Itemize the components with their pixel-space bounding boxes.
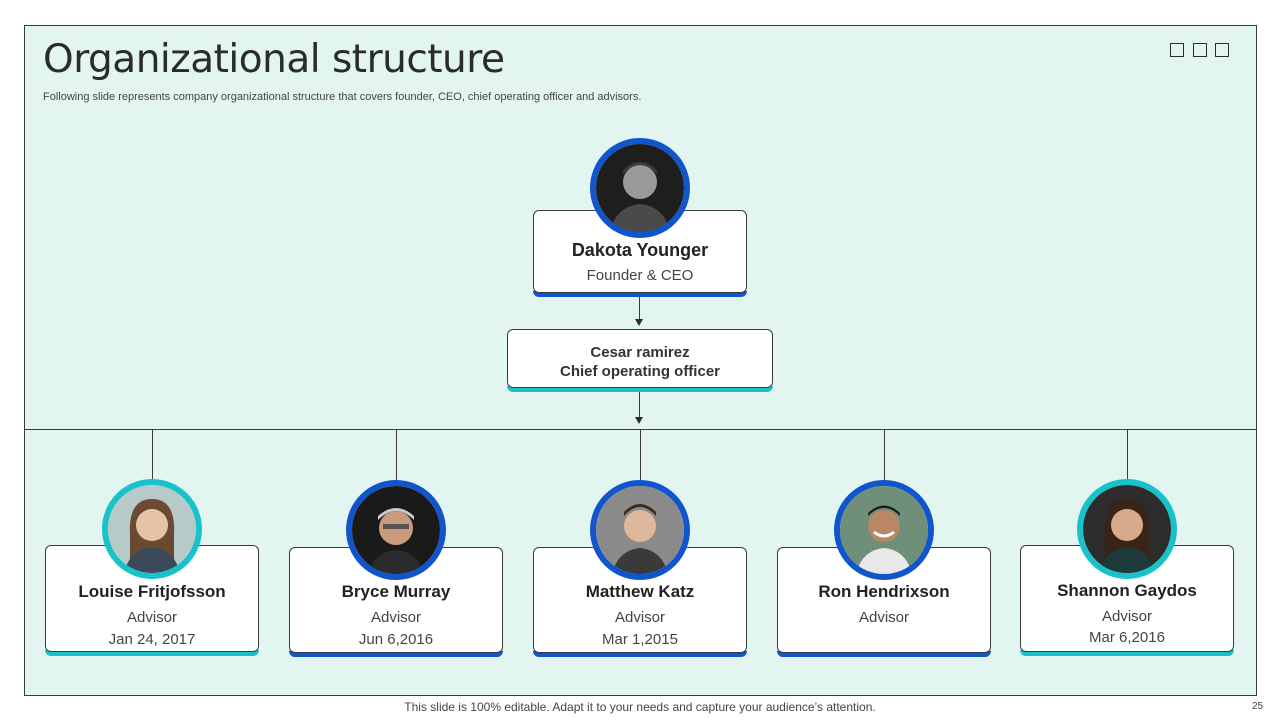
advisor-name: Shannon Gaydos: [1057, 581, 1197, 600]
footer-note: This slide is 100% editable. Adapt it to…: [404, 700, 876, 714]
advisor-name: Matthew Katz: [585, 582, 695, 601]
coo-card-accent: [507, 386, 773, 392]
decorative-square-icon: [1193, 43, 1207, 57]
connector-line: [152, 430, 153, 482]
coo-title: Chief operating officer: [559, 363, 720, 380]
connector-line: [639, 392, 640, 417]
advisor-date: Mar 1,2015: [602, 631, 678, 648]
advisor-photo-icon: [1077, 479, 1177, 579]
decorative-square-icon: [1170, 43, 1184, 57]
advisor-photo-icon: [834, 480, 934, 580]
connector-line: [640, 430, 641, 482]
advisor-date: Jun 6,2016: [358, 631, 434, 648]
advisor-date: Mar 6,2016: [1089, 629, 1165, 646]
ceo-photo-icon: [590, 138, 690, 238]
advisor-card-accent: [533, 651, 747, 657]
advisor-card-accent: [289, 651, 503, 657]
page-subtitle: Following slide represents company organ…: [43, 91, 642, 103]
advisor-name: Ron Hendrixson: [818, 582, 950, 601]
arrow-down-icon: [635, 417, 643, 424]
connector-line: [396, 430, 397, 482]
advisor-date: Jan 24, 2017: [108, 631, 196, 648]
advisor-role: Advisor: [126, 609, 178, 626]
advisor-role: Advisor: [614, 609, 666, 626]
page-number: 25: [1252, 701, 1264, 712]
arrow-down-icon: [635, 319, 643, 326]
connector-line: [639, 297, 640, 319]
coo-name: Cesar ramirez: [590, 344, 690, 361]
connector-line: [1127, 430, 1128, 482]
ceo-role: Founder & CEO: [586, 267, 694, 284]
advisor-card-accent: [777, 651, 991, 657]
advisor-role: Advisor: [858, 609, 910, 626]
ceo-card-accent: [533, 291, 747, 297]
advisor-card-accent: [1020, 650, 1234, 656]
advisor-photo-icon: [346, 480, 446, 580]
decorative-square-icon: [1215, 43, 1229, 57]
connector-line: [884, 430, 885, 482]
advisor-name: Louise Fritjofsson: [78, 582, 226, 601]
advisor-card-accent: [45, 650, 259, 656]
advisor-role: Advisor: [370, 609, 422, 626]
page-title: Organizational structure: [43, 37, 505, 82]
advisor-photo-icon: [102, 479, 202, 579]
ceo-name: Dakota Younger: [571, 240, 709, 260]
advisor-role: Advisor: [1101, 608, 1153, 625]
advisor-name: Bryce Murray: [341, 582, 451, 601]
coo-card[interactable]: Cesar ramirez Chief operating officer: [507, 329, 773, 388]
horizontal-connector: [24, 429, 1257, 430]
advisor-photo-icon: [590, 480, 690, 580]
